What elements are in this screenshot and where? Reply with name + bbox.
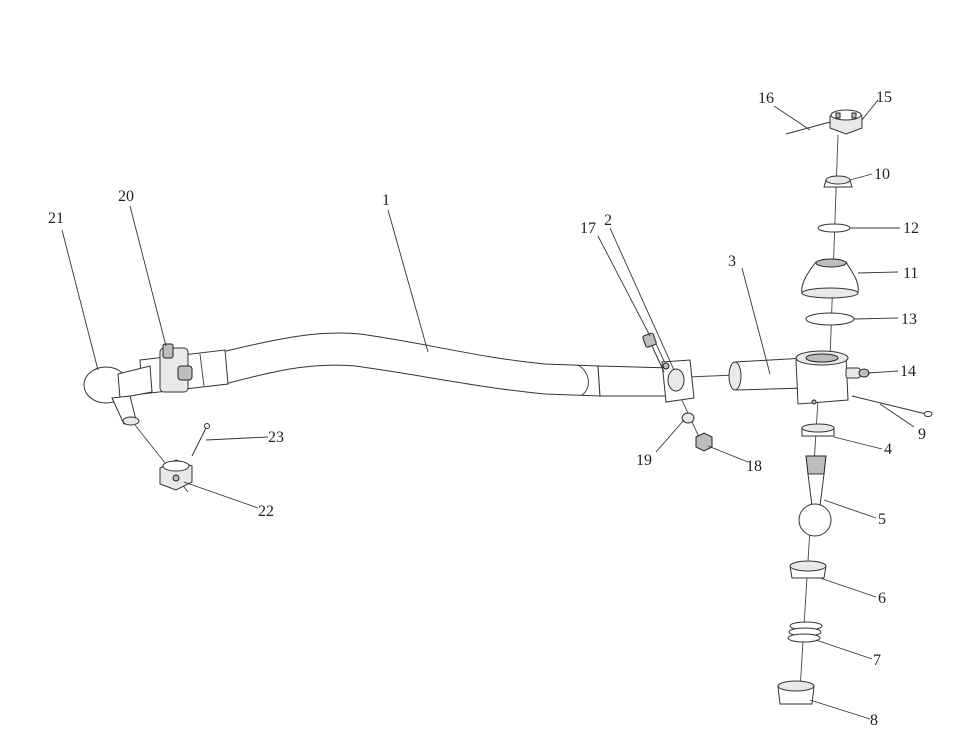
lower-bushing — [801, 423, 835, 437]
lower-assembly-axis — [799, 399, 819, 691]
right-tie-rod-end — [728, 350, 849, 405]
dust-boot — [801, 258, 859, 299]
callout-4: 4 — [884, 441, 892, 458]
top-castle-nut — [829, 109, 863, 135]
ball-seat — [789, 560, 827, 579]
vertical-assembly-axis — [829, 134, 839, 361]
left-cotter-pin — [191, 423, 210, 457]
callout-7: 7 — [873, 652, 881, 669]
clamp-washer — [681, 412, 695, 424]
callout-21: 21 — [48, 210, 64, 227]
rod-to-tube-axis — [687, 374, 736, 378]
top-bushing — [823, 175, 853, 188]
ball-stud — [798, 455, 832, 537]
callout-5: 5 — [878, 511, 886, 528]
callout-8: 8 — [870, 712, 878, 729]
leader-lines — [61, 99, 915, 720]
callout-1: 1 — [382, 192, 390, 209]
callout-3: 3 — [728, 253, 736, 270]
callout-6: 6 — [878, 590, 886, 607]
right-cotter-pin — [851, 395, 933, 417]
callout-10: 10 — [874, 166, 890, 183]
callout-16: 16 — [758, 90, 774, 107]
callout-9: 9 — [918, 426, 926, 443]
callout-2: 2 — [604, 212, 612, 229]
grease-fitting — [845, 367, 870, 379]
callout-labels: 1 2 3 4 5 6 7 8 9 10 11 12 13 14 15 16 1… — [48, 89, 926, 729]
callout-12: 12 — [903, 220, 919, 237]
thin-washer — [817, 223, 851, 233]
callout-15: 15 — [876, 89, 892, 106]
tie-rod-tube — [215, 332, 675, 397]
top-cotter-pin — [785, 121, 831, 135]
callout-13: 13 — [901, 311, 917, 328]
callout-23: 23 — [268, 429, 284, 446]
end-cap — [777, 680, 815, 705]
spring — [787, 621, 823, 643]
callout-20: 20 — [118, 188, 134, 205]
callout-17: 17 — [580, 220, 596, 237]
callout-19: 19 — [636, 452, 652, 469]
left-castle-nut — [159, 459, 193, 491]
callout-14: 14 — [900, 363, 916, 380]
clamp-bolt — [642, 332, 665, 373]
callout-11: 11 — [903, 265, 918, 282]
left-tie-rod-end — [83, 365, 153, 426]
callout-22: 22 — [258, 503, 274, 520]
callout-18: 18 — [746, 458, 762, 475]
left-clamp — [139, 343, 229, 395]
right-clamp — [661, 359, 695, 403]
clamp-nut — [695, 432, 713, 452]
seal-ring — [805, 312, 855, 326]
